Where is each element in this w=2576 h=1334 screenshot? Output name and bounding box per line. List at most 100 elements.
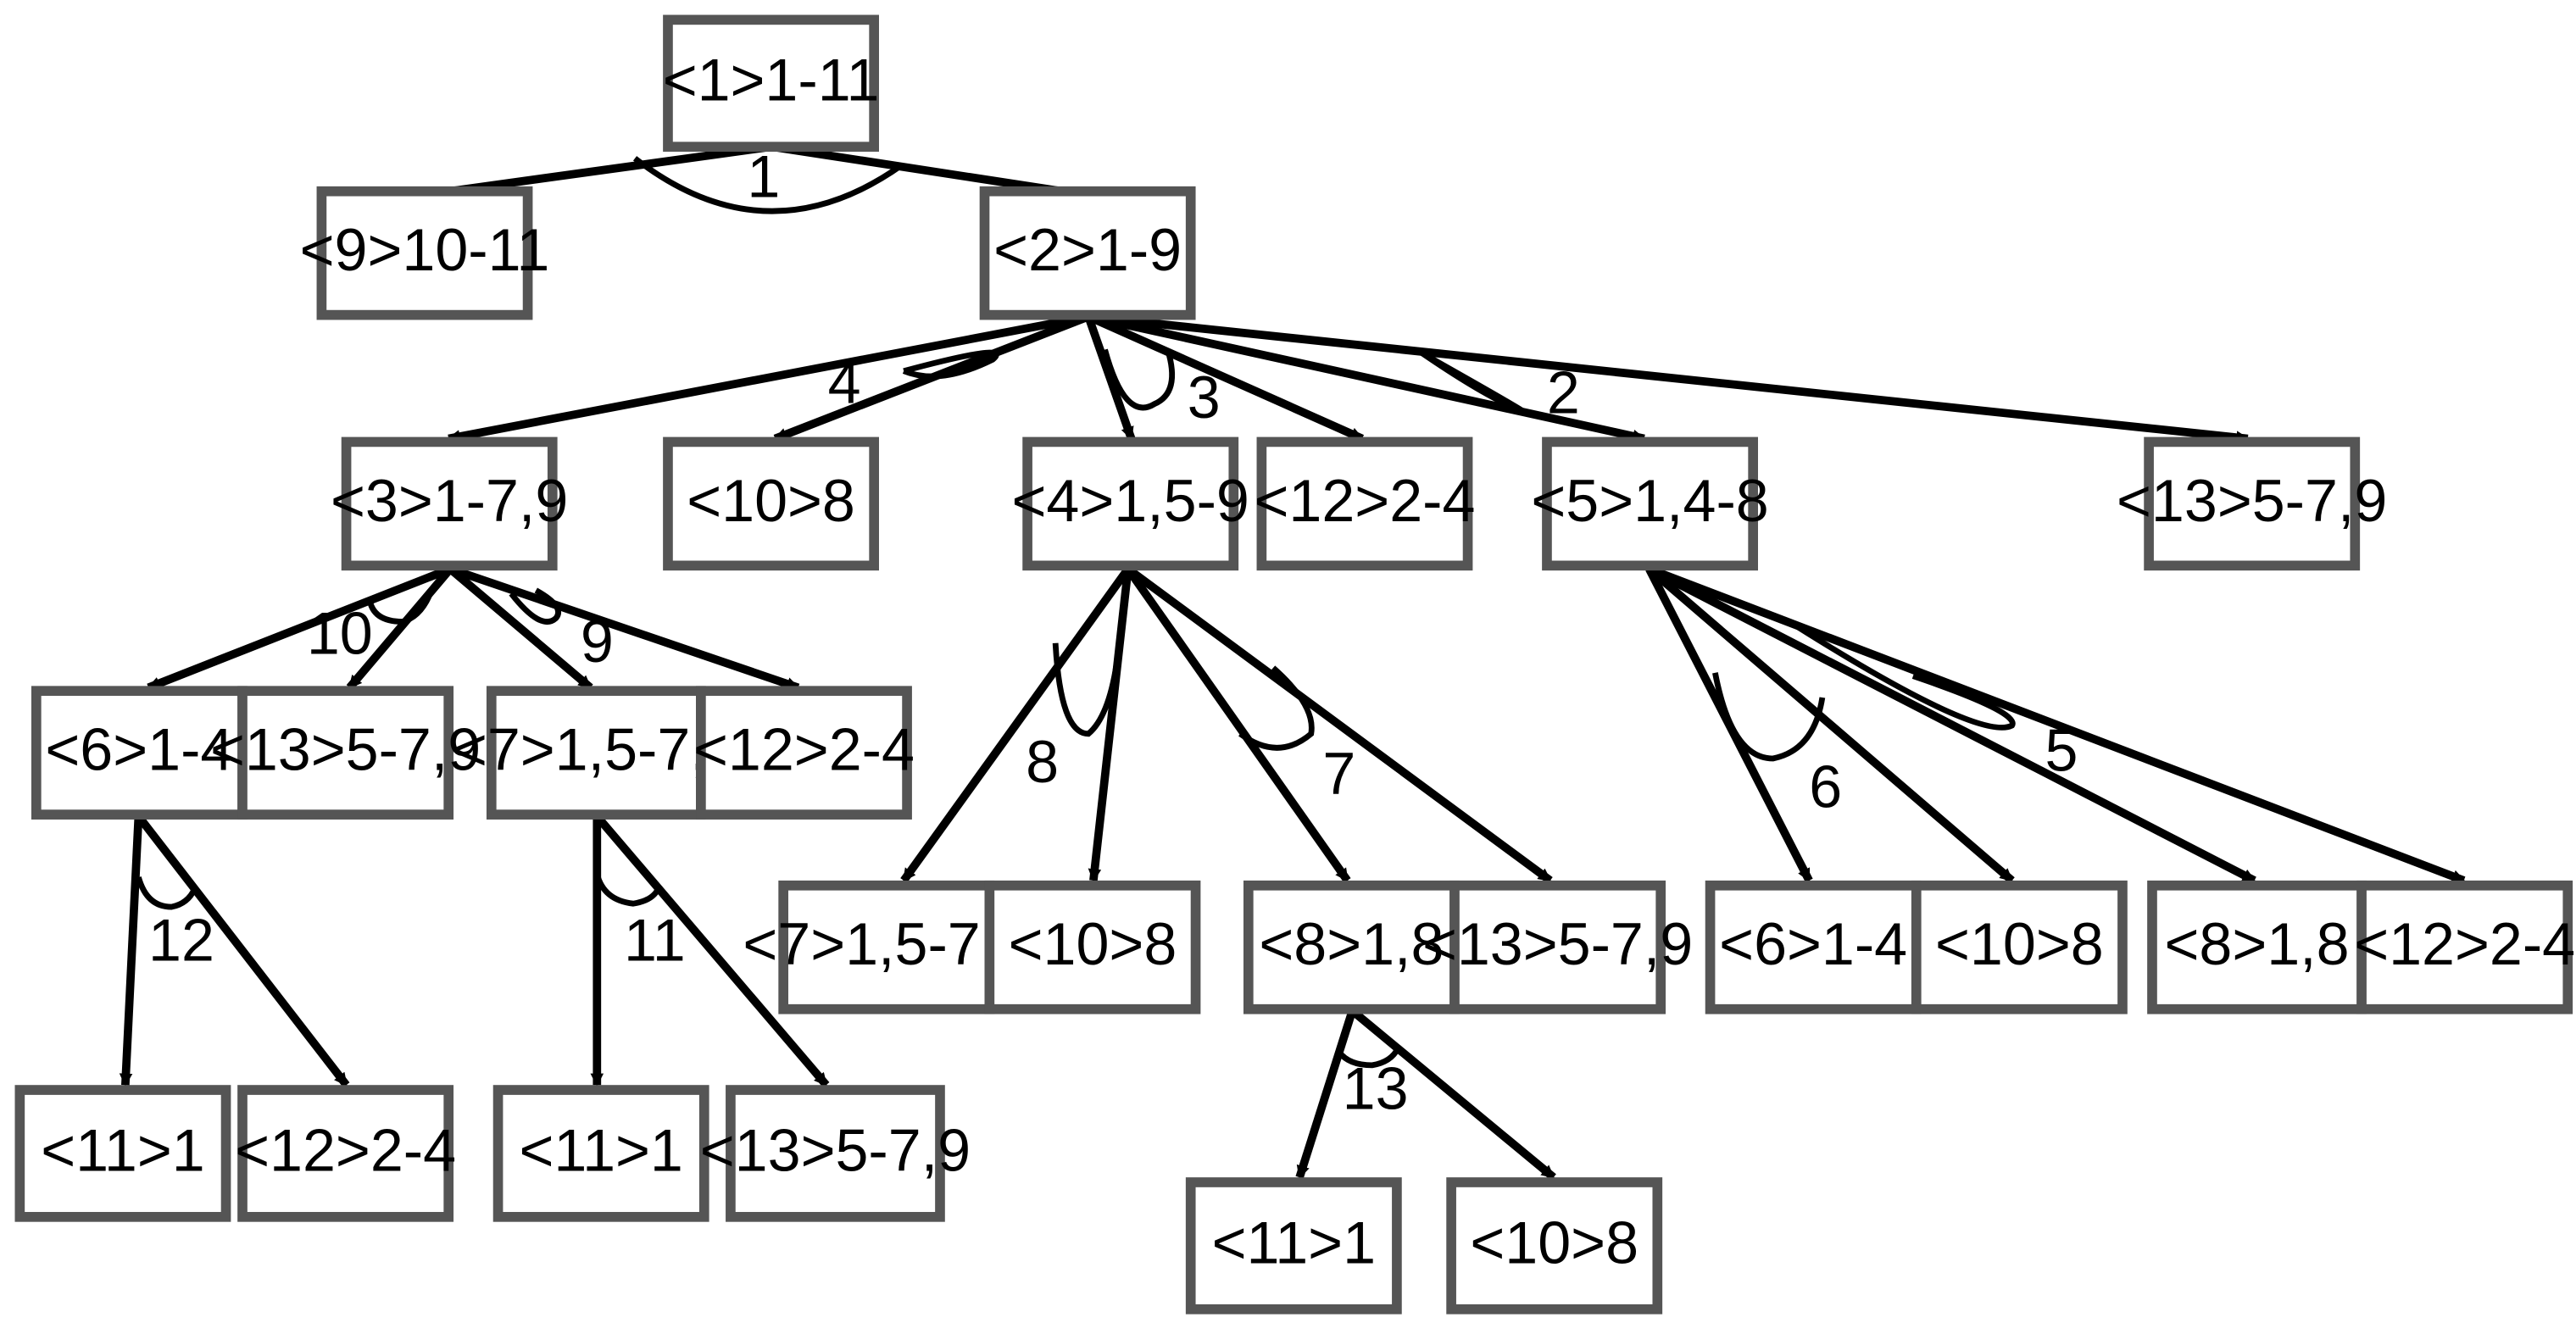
edge-arrow [447,312,1089,443]
edge-arrow [900,566,1132,883]
node-box [696,686,912,820]
node-box [2147,880,2367,1014]
edge-arrow [135,814,350,1088]
node-label: <11>1 [1212,1209,1376,1276]
node-box [31,686,248,820]
node-label: <12>2-4 [693,717,915,783]
node-n9a: <9>10-11 [300,186,550,320]
and-arc-a8 [1052,642,1120,737]
node-label: <11>1 [519,1117,682,1183]
node-box [1911,880,2128,1014]
arc-label-a2: 2 [1547,359,1580,425]
node-n3: <3>1-7,9 [331,436,568,571]
node-label: <13>5-7,9 [210,717,481,783]
edge-arrow [1125,565,1553,884]
edge-arrow [1088,312,2250,444]
node-label: <13>5-7,9 [1422,911,1693,977]
and-arc-a9 [509,587,561,625]
node-box [663,14,879,153]
node-label: <5>1,4-8 [1531,468,1768,534]
node-box [979,186,1196,320]
and-arc-a2 [1420,350,1527,415]
node-box [1185,1177,1402,1315]
arc-label-a11: 11 [624,907,686,973]
node-box [1022,436,1239,571]
node-n12a: <12>2-4 [1255,436,1476,571]
node-label: <12>2-4 [2354,911,2575,977]
node-label: <3>1-7,9 [331,468,568,534]
arc-label-a4: 4 [828,350,861,416]
node-box [14,1085,231,1222]
node-n1: <1>1-11 [663,14,880,153]
edge-arrow [1349,1007,1556,1181]
node-n11c: <11>1 [1185,1177,1402,1315]
node-label: <12>2-4 [235,1117,456,1183]
edge-arrow [593,813,830,1088]
node-label: <12>2-4 [1255,468,1476,534]
node-n13b: <13>5-7,9 [210,686,481,820]
node-n10d: <10>8 [1911,880,2128,1014]
node-box [1705,880,1922,1014]
node-label: <9>10-11 [300,217,550,283]
node-n6a: <6>1-4 [31,686,248,820]
edge-arrow [1295,1009,1357,1180]
node-label: <10>8 [1470,1209,1639,1276]
arc-label-a13: 13 [1343,1055,1409,1121]
nodes-layer: <1>1-11 <9>10-11 <2>1-9 <3>1-7,9 <10>8 <4>1,5… [14,14,2575,1315]
arc-label-a12: 12 [148,907,214,973]
node-label: <4>1,5-9 [1012,468,1249,534]
edge-arrow [346,566,453,691]
edge-arrow [1647,564,2256,885]
arc-label-a8: 8 [1026,729,1059,795]
node-box [2356,880,2573,1014]
node-n10a: <10>8 [663,436,879,571]
and-arc-a12 [136,876,198,910]
node-label: <8>1,8 [1259,911,1444,977]
node-label: <1>1-11 [663,47,880,114]
and-arc-a1 [632,156,904,214]
node-box [492,1085,709,1222]
node-box [663,436,879,571]
node-box [237,1085,454,1222]
node-label: <13>5-7,9 [2117,468,2387,534]
edge-arrow [1124,566,1351,883]
arc-label-a3: 3 [1188,364,1221,431]
edge-arrow [1088,312,1646,443]
edge-arrow [1088,568,1132,882]
arc-label-a9: 9 [581,609,614,675]
node-n10c: <10>8 [1446,1177,1663,1315]
node-label: <10>8 [1935,911,2104,977]
node-box [486,686,706,820]
node-box [1256,436,1473,571]
node-n12d: <12>2-4 [2354,880,2575,1014]
arc-label-a5: 5 [2045,718,2078,784]
edge-arrow [1646,565,2015,884]
node-n2: <2>1-9 [979,186,1196,320]
node-n13c: <13>5-7,9 [700,1085,971,1222]
node-label: <6>1-4 [45,717,233,783]
node-n13a: <13>5-7,9 [2117,436,2387,571]
node-n11a: <11>1 [14,1085,231,1222]
node-n12b: <12>2-4 [693,686,915,820]
node-n13d: <13>5-7,9 [1422,880,1693,1014]
node-n11b: <11>1 [492,1085,709,1222]
and-arc-a13 [1337,1045,1401,1069]
node-label: <10>8 [687,468,855,534]
and-arc-a10 [366,587,435,625]
node-label: <13>5-7,9 [700,1117,971,1183]
node-box [1542,436,1758,571]
edge-arrow [448,565,593,692]
and-arc-a3 [1102,348,1176,411]
node-box [726,1085,945,1222]
node-box [237,686,454,820]
and-arc-a11 [593,873,663,907]
node-box [1446,1177,1663,1315]
node-box [778,880,995,1014]
and-arc-a6 [1712,672,1826,762]
edges-layer [119,142,2466,1181]
node-n12c: <12>2-4 [235,1085,456,1222]
node-n10b: <10>8 [984,880,1201,1014]
node-label: <2>1-9 [993,217,1182,283]
node-box [1449,880,1666,1014]
